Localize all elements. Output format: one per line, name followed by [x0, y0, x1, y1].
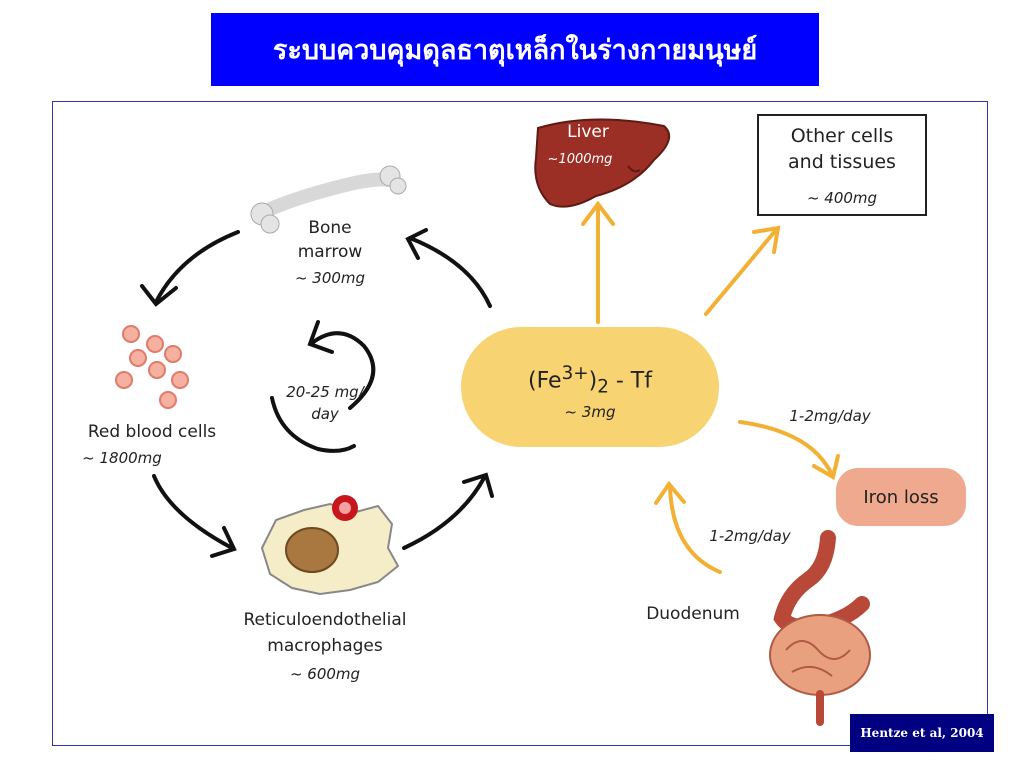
macrophage-icon — [260, 495, 400, 596]
macrophages-label-2: macrophages — [267, 636, 383, 656]
arrow-duodenum-to-center — [668, 484, 722, 574]
other-cells-amount: ~ 400mg — [806, 189, 878, 207]
bone-marrow-label-2: marrow — [297, 242, 363, 262]
cycle-arrow-top — [310, 331, 376, 410]
arrow-center-to-iron-loss — [738, 420, 834, 477]
arrow-rbc-to-macrophages — [152, 474, 234, 550]
bone-marrow-amount: ~ 300mg — [294, 269, 366, 287]
arrow-center-to-marrow — [408, 236, 492, 308]
digestive-tract-icon — [769, 530, 871, 726]
absorption-rate-label: 1-2mg/day — [709, 527, 791, 545]
other-cells-label-2: and tissues — [788, 151, 896, 173]
transferrin-formula: (Fe3+)2 - Tf — [528, 363, 652, 398]
red-blood-cells-icon — [115, 325, 189, 409]
liver-amount: ~1000mg — [547, 152, 613, 167]
iron-loss-pill: Iron loss — [836, 468, 966, 526]
bone-icon — [250, 165, 407, 234]
duodenum-label: Duodenum — [646, 604, 740, 624]
macrophages-amount: ~ 600mg — [289, 665, 361, 683]
other-cells-box: Other cells and tissues ~ 400mg — [757, 114, 927, 216]
arrow-marrow-to-rbc — [154, 230, 240, 304]
cycle-rate-1: 20-25 mg/ — [286, 383, 364, 401]
arrow-macrophages-to-center — [402, 476, 486, 550]
loss-rate-label: 1-2mg/day — [789, 407, 871, 425]
cycle-rate-2: day — [311, 405, 339, 423]
transferrin-amount: ~ 3mg — [564, 403, 616, 421]
other-cells-label-1: Other cells — [790, 125, 894, 147]
rbc-amount: ~ 1800mg — [82, 449, 162, 467]
liver-shape — [534, 118, 671, 208]
liver-label: Liver — [567, 122, 609, 142]
rbc-label: Red blood cells — [87, 422, 217, 442]
transferrin-pool: (Fe3+)2 - Tf ~ 3mg — [461, 327, 719, 447]
arrow-center-to-other — [704, 228, 778, 316]
bone-marrow-label-1: Bone — [308, 218, 352, 238]
cycle-arrow-bottom — [270, 396, 356, 453]
macrophages-label-1: Reticuloendothelial — [243, 610, 407, 630]
diagram-frame — [52, 101, 988, 746]
citation-box: Hentze et al, 2004 — [850, 714, 994, 752]
slide-title: ระบบควบคุมดุลธาตุเหล็กในร่างกายมนุษย์ — [211, 13, 819, 86]
